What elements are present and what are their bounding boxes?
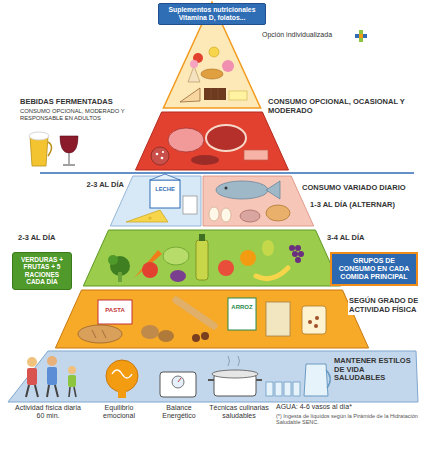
group-note: CONSUMO OPCIONAL, OCASIONAL Y MODERADO (268, 98, 418, 115)
box-text: VERDURAS + FRUTAS + 5 RACIONES CADA DÍA (15, 256, 69, 286)
product-label: LECHE (150, 186, 180, 193)
option-label: Opción individualizada (262, 31, 354, 39)
frequency-label: 2-3 AL DÍA (62, 181, 124, 190)
vegetables-fruits-box: VERDURAS + FRUTAS + 5 RACIONES CADA DÍA (12, 252, 72, 290)
group-note: SEGÚN GRADO DE ACTIVIDAD FÍSICA (348, 296, 420, 315)
group-note: CONSUMO OPCIONAL, MODERADO Y RESPONSABLE… (20, 108, 146, 121)
product-label: PASTA (98, 307, 132, 314)
frequency-label: 1-3 AL DÍA (ALTERNAR) (310, 201, 420, 210)
group-heading: BEBIDAS FERMENTADAS (20, 98, 160, 107)
footnote: (*) Ingesta de líquidos según la Pirámid… (276, 413, 420, 426)
lifestyle-label: Equilibrio emocional (88, 404, 150, 420)
banner-text: Vitamina D, folatos... (162, 14, 262, 22)
banner-text: Suplementos nutricionales (162, 6, 262, 14)
box-text: GRUPOS DE CONSUMO EN CADA COMIDA PRINCIP… (335, 257, 413, 281)
lifestyle-label: Técnicas culinarias saludables (208, 404, 270, 420)
supplements-banner: Suplementos nutricionalesVitamina D, fol… (158, 3, 266, 25)
lifestyle-label: Balance Energético (150, 404, 208, 420)
group-note: MANTENER ESTILOS DE VIDA SALUDABLES (334, 357, 416, 383)
frequency-label: 3-4 AL DÍA (327, 234, 397, 243)
lifestyle-label: Actividad física diaria 60 min. (12, 404, 84, 420)
water-label: AGUA: 4-6 vasos al día* (276, 403, 420, 411)
product-label: ARROZ (228, 304, 256, 311)
group-note: CONSUMO VARIADO DIARIO (302, 184, 420, 193)
main-meal-groups-box: GRUPOS DE CONSUMO EN CADA COMIDA PRINCIP… (330, 252, 418, 286)
frequency-label: 2-3 AL DÍA (18, 234, 82, 243)
